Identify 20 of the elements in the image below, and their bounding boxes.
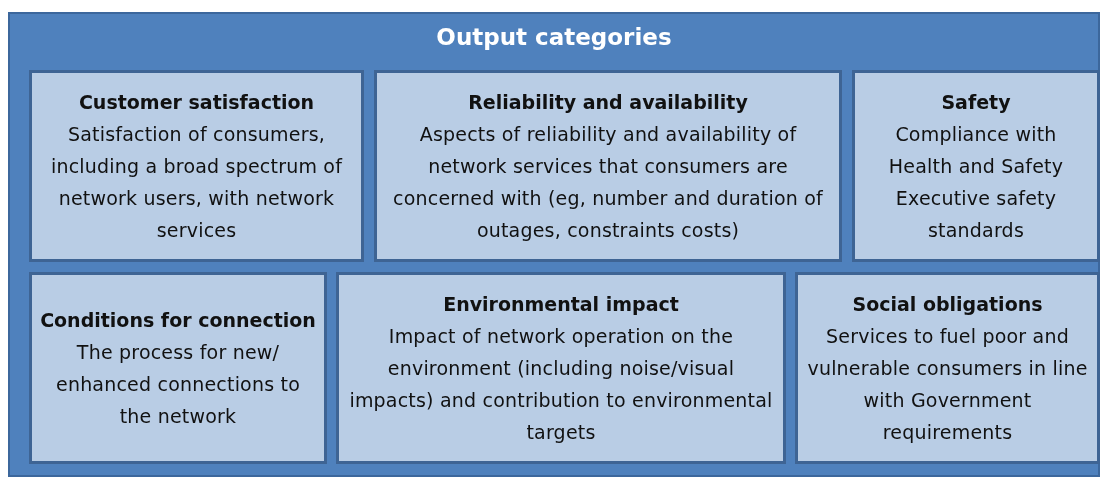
category-box: [29, 272, 327, 464]
panel-title: Output categories: [435, 23, 673, 52]
category-heading: Customer satisfaction: [78, 90, 315, 115]
category-description: Impact of network operation on the environment (including noise/visual impacts) and contribution to environmental targets: [348, 324, 774, 445]
category-heading: Social obligations: [852, 292, 1043, 317]
category-description: Satisfaction of consumers, including a broad spectrum of network users, with network services: [49, 122, 344, 243]
category-description: Compliance with Health and Safety Executive safety standards: [887, 122, 1065, 243]
category-heading: Safety: [941, 90, 1011, 115]
category-description: Services to fuel poor and vulnerable consumers in line with Government requirements: [806, 324, 1089, 445]
category-description: Aspects of reliability and availability of network services that consumers are concerned with (eg, number and duration of outages, constraints costs): [392, 122, 824, 243]
category-heading: Environmental impact: [443, 292, 679, 317]
category-heading: Reliability and availability: [468, 90, 748, 115]
category-heading: Conditions for connection: [40, 308, 316, 333]
category-box: [29, 70, 364, 262]
category-box: [795, 272, 1100, 464]
category-box: [336, 272, 786, 464]
category-description: The process for new/ enhanced connections to the network: [55, 340, 301, 429]
category-panel: [8, 12, 1100, 477]
category-box: [852, 70, 1100, 262]
category-box: [374, 70, 842, 262]
